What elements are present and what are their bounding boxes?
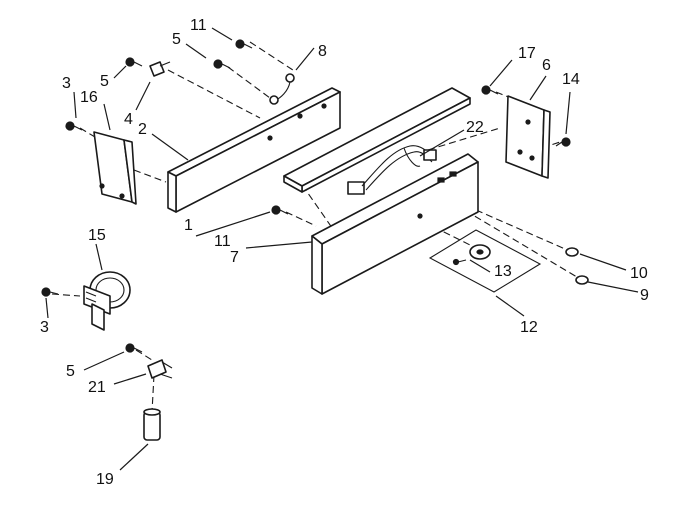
- callout-5-bottom: 5: [66, 363, 75, 380]
- callout-3-top: 3: [62, 75, 71, 92]
- timer-motor: [83, 271, 131, 331]
- callout-3-bottom: 3: [40, 319, 49, 336]
- screw-14: [555, 137, 571, 147]
- callout-7: 7: [230, 249, 239, 266]
- callout-6: 6: [542, 57, 551, 74]
- callout-12: 12: [520, 319, 538, 336]
- wire-clip: [149, 61, 171, 77]
- leader-lines: [45, 27, 639, 471]
- screw-17: [481, 85, 499, 95]
- upper-bracket: [167, 87, 341, 213]
- screw-3-bottom: [41, 287, 59, 297]
- callout-11-mid: 11: [214, 233, 231, 250]
- screw-5-left: [125, 57, 143, 67]
- callout-21: 21: [88, 379, 106, 396]
- callout-4: 4: [124, 111, 133, 128]
- callout-19: 19: [96, 471, 114, 488]
- callout-16: 16: [80, 89, 98, 106]
- callout-10: 10: [630, 265, 648, 282]
- left-end-bracket: [93, 131, 137, 205]
- switch-knob: [452, 244, 491, 266]
- switch-assembly-frame: [428, 229, 542, 293]
- callout-13: 13: [494, 263, 512, 280]
- screw-5-top: [213, 59, 231, 69]
- callout-9: 9: [640, 287, 649, 304]
- screws: [41, 39, 571, 353]
- right-end-bracket: [505, 95, 551, 179]
- screw-11-top: [235, 39, 253, 49]
- callout-8: 8: [318, 43, 327, 60]
- top-panel: [283, 87, 471, 193]
- callout-14: 14: [562, 71, 580, 88]
- callout-17: 17: [518, 45, 536, 62]
- callout-2: 2: [138, 121, 147, 138]
- callout-15: 15: [88, 227, 106, 244]
- callout-5-left: 5: [100, 73, 109, 90]
- callout-labels: 11 5 8 5 4 3 16 2 1 11 7 22 17 6 14 13 1…: [40, 17, 649, 488]
- screw-3-top: [65, 121, 83, 131]
- front-panel: [311, 153, 479, 295]
- wire-connector: [269, 73, 295, 105]
- callout-11-top: 11: [190, 17, 207, 34]
- callout-1: 1: [184, 217, 193, 234]
- light-bulb: [143, 408, 161, 441]
- lamp-socket: [147, 359, 173, 379]
- screw-11-mid: [271, 205, 289, 215]
- callout-5-top: 5: [172, 31, 181, 48]
- buttons: [565, 247, 589, 285]
- screw-5-bottom: [125, 343, 143, 353]
- callout-22: 22: [466, 119, 484, 136]
